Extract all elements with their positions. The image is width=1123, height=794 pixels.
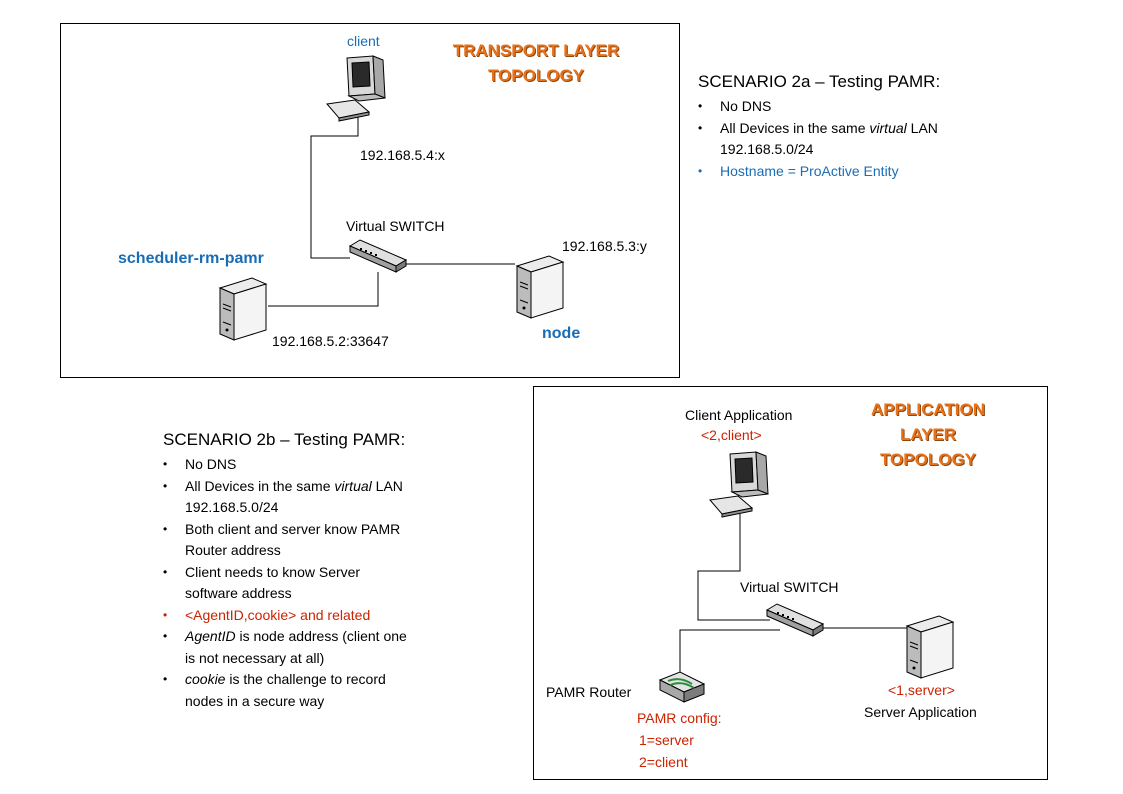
client-address: 192.168.5.4:x [360,147,445,163]
pamr-config-label: PAMR config: [637,710,722,726]
server-app-server-icon [905,615,955,679]
scenario-2b-item-7: cookie is the challenge to record nodes i… [163,669,483,712]
application-switch-icon [765,603,825,637]
scheduler-server-icon [218,277,268,341]
scenario-2b-item-6: AgentID is node address (client one is no… [163,626,483,669]
client-computer-icon [326,55,386,122]
s2b-secure-way: nodes in a secure way [185,692,325,709]
s2b-client-needs: Client needs to know Server [185,563,361,580]
application-title-line3: TOPOLOGY [879,450,977,469]
transport-switch-label: Virtual SWITCH [346,218,445,234]
s2a-lan: LAN [906,119,938,136]
scenario-2b-item-1: No DNS [163,454,483,476]
s2a-virtual: virtual [869,119,907,136]
pamr-router-icon [658,671,706,703]
application-title: APPLICATION LAYER TOPOLOGY [848,397,1008,472]
s2a-hostname: Hostname = ProActive Entity [720,162,899,179]
s2b-cookie: cookie [185,671,226,687]
transport-title-line1: TRANSPORT LAYER [452,41,620,60]
application-title-line1: APPLICATION [871,400,985,419]
client-app-id: <2,client> [701,427,762,443]
scenario-2a: SCENARIO 2a – Testing PAMR: No DNS All D… [698,72,998,182]
transport-title: TRANSPORT LAYER TOPOLOGY [436,38,636,88]
scenario-2a-item-3: Hostname = ProActive Entity [698,161,998,183]
transport-title-line2: TOPOLOGY [487,66,585,85]
s2b-lan: LAN [371,477,403,494]
wire-client-switch [310,117,359,259]
server-app-label: Server Application [864,704,977,720]
node-label: node [542,325,581,342]
s2b-virtual: virtual [334,477,372,494]
scenario-2b-item-3: Both client and server know PAMR Router a… [163,519,483,562]
application-topology-frame [533,386,1048,780]
s2b-all-devices: All Devices in the same [185,477,335,494]
scheduler-address: 192.168.5.2:33647 [272,333,389,349]
s2b-agentid-cookie: <AgentID,cookie> and related [185,606,371,623]
node-address: 192.168.5.3:y [562,238,647,254]
s2b-challenge: is the challenge to record [225,671,386,687]
client-app-computer-icon [709,451,769,518]
pamr-config-client: 2=client [639,754,688,770]
s2b-router-address: Router address [185,542,281,558]
s2a-no-dns: No DNS [720,98,772,114]
scenario-2b: SCENARIO 2b – Testing PAMR: No DNS All D… [163,430,483,712]
s2a-subnet: 192.168.5.0/24 [720,141,814,157]
s2b-both-know: Both client and server know PAMR [185,520,401,537]
pamr-router-label: PAMR Router [546,684,632,700]
scenario-2b-item-4: Client needs to know Server software addr… [163,562,483,605]
scenario-2b-item-5: <AgentID,cookie> and related [163,605,483,627]
wire-switch-router [679,629,780,672]
scenario-2a-title: SCENARIO 2a – Testing PAMR: [698,72,941,91]
transport-switch-icon [348,239,408,273]
scenario-2b-item-2: All Devices in the same virtual LAN 192.1… [163,476,483,519]
s2a-all-devices: All Devices in the same [720,119,870,136]
s2b-no-dns: No DNS [185,456,237,472]
scenario-2a-item-1: No DNS [698,96,998,118]
client-app-label: Client Application [685,407,793,423]
s2b-not-necessary: is not necessary at all) [185,649,325,666]
wire-switch-scheduler [268,272,379,307]
s2b-agentid: AgentID [185,628,236,644]
wire-clientapp-switch [697,514,770,621]
server-app-id: <1,server> [888,682,955,698]
pamr-config-server: 1=server [639,732,694,748]
transport-topology-frame [60,23,680,378]
node-server-icon [515,255,565,319]
client-label: client [347,33,380,49]
scenario-2b-title: SCENARIO 2b – Testing PAMR: [163,430,406,449]
s2b-software-address: software address [185,585,292,601]
scheduler-label: scheduler-rm-pamr [118,250,264,267]
s2b-subnet: 192.168.5.0/24 [185,499,279,515]
application-switch-label: Virtual SWITCH [740,579,839,595]
scenario-2a-item-2: All Devices in the same virtual LAN 192.1… [698,118,998,161]
s2b-node-address: is node address (client one [235,628,407,644]
application-title-line2: LAYER [899,425,957,444]
